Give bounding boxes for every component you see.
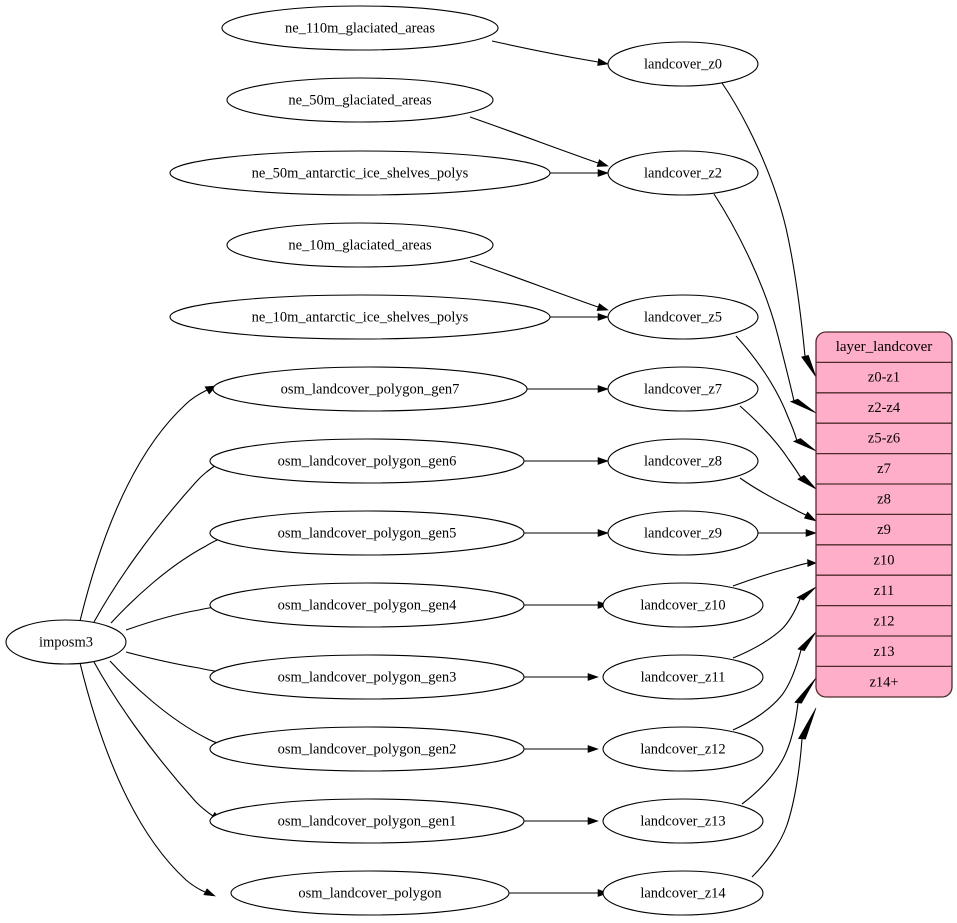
edge-imposm3-to-polygon <box>79 662 216 897</box>
edge-z7-to-row-z7 <box>739 405 817 490</box>
node-ne_110m_glaciated_areas[interactable]: ne_110m_glaciated_areas <box>221 5 499 51</box>
edge-polygon-to-z14 <box>509 889 609 897</box>
node-ne_50m_antarctic_ice_shelves_polys[interactable]: ne_50m_antarctic_ice_shelves_polys <box>169 150 551 196</box>
node-landcover_z13[interactable]: landcover_z13 <box>602 798 764 844</box>
edge-z13-to-row-z13 <box>741 677 817 805</box>
edge-z10-to-row-z10 <box>732 559 817 587</box>
node-landcover_z14[interactable]: landcover_z14 <box>602 870 764 916</box>
edge-ne10glac-to-z5 <box>469 260 609 311</box>
node-landcover_z0[interactable]: landcover_z0 <box>607 41 759 87</box>
edge-z8-to-row-z8 <box>739 477 817 522</box>
edge-gen1-to-z13 <box>524 817 599 825</box>
edge-z2-to-row-z2z4 <box>713 193 817 414</box>
edge-imposm3-to-gen7 <box>79 385 217 622</box>
layer-landcover-table[interactable]: layer_landcover z0-z1 z2-z4 z5-z6 z7 z8 … <box>815 331 953 698</box>
edge-z5-to-row-z5z6 <box>735 335 817 452</box>
edge-gen5-to-z9 <box>524 529 609 537</box>
edge-gen3-to-z11 <box>524 673 599 681</box>
edge-z9-to-row-z9 <box>752 529 817 537</box>
node-ne_10m_antarctic_ice_shelves_polys[interactable]: ne_10m_antarctic_ice_shelves_polys <box>169 294 551 340</box>
node-osm_landcover_polygon_gen6[interactable]: osm_landcover_polygon_gen6 <box>209 438 525 484</box>
edge-ne50ant-to-z2 <box>550 169 609 177</box>
edge-z11-to-row-z11 <box>732 586 817 659</box>
edge-imposm3-to-gen1 <box>93 661 223 821</box>
node-osm_landcover_polygon_gen2[interactable]: osm_landcover_polygon_gen2 <box>209 726 525 772</box>
edge-gen6-to-z8 <box>524 457 609 465</box>
edge-gen2-to-z12 <box>524 745 599 753</box>
node-landcover_z9[interactable]: landcover_z9 <box>607 510 759 556</box>
node-landcover_z12[interactable]: landcover_z12 <box>602 726 764 772</box>
node-osm_landcover_polygon_gen5[interactable]: osm_landcover_polygon_gen5 <box>209 510 525 556</box>
node-osm_landcover_polygon_gen3[interactable]: osm_landcover_polygon_gen3 <box>209 654 525 700</box>
node-landcover_z10[interactable]: landcover_z10 <box>602 582 764 628</box>
node-landcover_z8[interactable]: landcover_z8 <box>607 438 759 484</box>
osm-sources-group: osm_landcover_polygon_gen7 osm_landcover… <box>209 366 528 916</box>
edge-gen4-to-z10 <box>524 601 609 609</box>
node-landcover_z5[interactable]: landcover_z5 <box>607 294 759 340</box>
node-imposm3[interactable]: imposm3 <box>5 619 127 665</box>
node-osm_landcover_polygon[interactable]: osm_landcover_polygon <box>230 870 510 916</box>
node-osm_landcover_polygon_gen4[interactable]: osm_landcover_polygon_gen4 <box>209 582 525 628</box>
edge-z0-to-row-z0z1 <box>721 82 817 378</box>
edge-ne110-to-z0 <box>491 40 609 66</box>
node-osm_landcover_polygon_gen1[interactable]: osm_landcover_polygon_gen1 <box>209 798 525 844</box>
edge-z14-to-row-z14plus <box>751 707 817 878</box>
edge-z12-to-row-z12 <box>732 631 817 731</box>
node-landcover_z11[interactable]: landcover_z11 <box>602 654 764 700</box>
edge-imposm3-to-gen6 <box>93 458 226 623</box>
node-landcover_z7[interactable]: landcover_z7 <box>607 366 759 412</box>
edge-ne10ant-to-z5 <box>550 313 609 321</box>
edge-gen7-to-z7 <box>527 385 609 393</box>
natural-earth-sources-group: ne_110m_glaciated_areas ne_50m_glaciated… <box>169 5 551 340</box>
node-ne_50m_glaciated_areas[interactable]: ne_50m_glaciated_areas <box>226 77 494 123</box>
landcover-nodes-group: landcover_z0 landcover_z2 landcover_z5 l… <box>602 41 764 916</box>
node-ne_10m_glaciated_areas[interactable]: ne_10m_glaciated_areas <box>226 222 494 268</box>
node-osm_landcover_polygon_gen7[interactable]: osm_landcover_polygon_gen7 <box>212 366 528 412</box>
edge-ne50glac-to-z2 <box>469 116 609 167</box>
node-landcover_z2[interactable]: landcover_z2 <box>607 150 759 196</box>
